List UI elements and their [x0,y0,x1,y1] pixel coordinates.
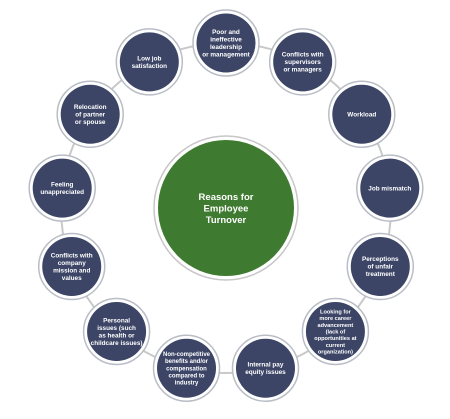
reason-node-label-line: of unfair [367,264,393,271]
reason-node-circle [235,338,295,398]
reason-node-label-line: treatment [366,271,396,278]
reason-node-label-line: Job mismatch [368,185,411,192]
reason-node-label-line: childcare issues) [91,340,143,347]
reason-node-label-line: mission and [53,267,90,274]
reason-node-label-line: of partner [75,112,105,119]
reason-node-label-line: Conflicts with [282,52,324,59]
reason-node-label-line: benefits and/or [165,359,209,365]
reason-node-label-line: Feeling [51,182,73,189]
center-label-line: Reasons for [199,192,254,203]
reason-node-label-line: equity issues [245,369,286,376]
reason-node-circle [332,84,392,144]
reason-node-label-line: leadership [210,44,242,51]
reason-node-label-line: ineffective [210,36,242,43]
reason-node-label-line: supervisors [285,59,322,66]
reason-node-label-line: or spouse [75,119,106,126]
center-label-line: Turnover [206,215,247,226]
reason-node-label-line: as health or [99,332,135,339]
reason-node-label-line: issues (such [97,325,136,332]
reason-node-label-line: or management [202,51,250,58]
reason-node-label-line: Workload [347,112,376,119]
reason-node-circle [157,338,217,398]
reason-node-label-line: satisfaction [132,63,168,70]
reason-node-circle [273,32,333,92]
reason-node-label-line: Non-competitive [163,352,211,358]
reason-node-label-line: values [62,275,82,282]
reason-node-circle [360,158,420,218]
reason-node-label-line: more career [319,316,352,322]
reason-node: Workload [328,80,396,149]
reason-node-circle [42,237,102,297]
reason-node-label-line: company [58,260,87,267]
reason-node-label-line: (lack of [326,329,346,335]
reason-node-label-line: or managers [283,67,322,74]
reason-node-label-line: Personal [103,317,130,324]
reason-node-circle [87,302,147,362]
reason-node-label-line: organization) [318,350,353,356]
reason-node-label-line: Perceptions [362,256,399,263]
reason-node: Job mismatch [356,154,424,222]
reason-node-label-line: Low job [137,55,161,62]
reason-node-label-line: compensation [166,366,207,372]
reason-node-circle [119,32,179,92]
reason-node-label-line: Internal pay [248,362,284,369]
reason-node-label-line: opportunities at [314,336,356,342]
reason-node-circle [32,158,92,218]
reason-node-label-line: Looking for [320,309,352,315]
reason-node-circle [196,13,256,73]
reason-node-label-line: industry [175,381,199,387]
center-label-line: Employee [204,204,249,215]
reason-node-label-line: current [326,343,345,349]
reason-node-circle [305,302,365,362]
reason-node-label-line: unappreciated [40,189,84,196]
reason-node-label-line: Relocation [74,104,107,111]
reason-node-label-line: compared to [169,373,205,379]
reason-node-label-line: Conflicts with [51,252,93,259]
reason-node-circle [60,84,120,144]
reason-node-circle [350,237,410,297]
reason-node-label-line: advancement [318,323,354,329]
center-circle [158,140,294,276]
reason-node-label-line: Poor and [212,29,240,36]
